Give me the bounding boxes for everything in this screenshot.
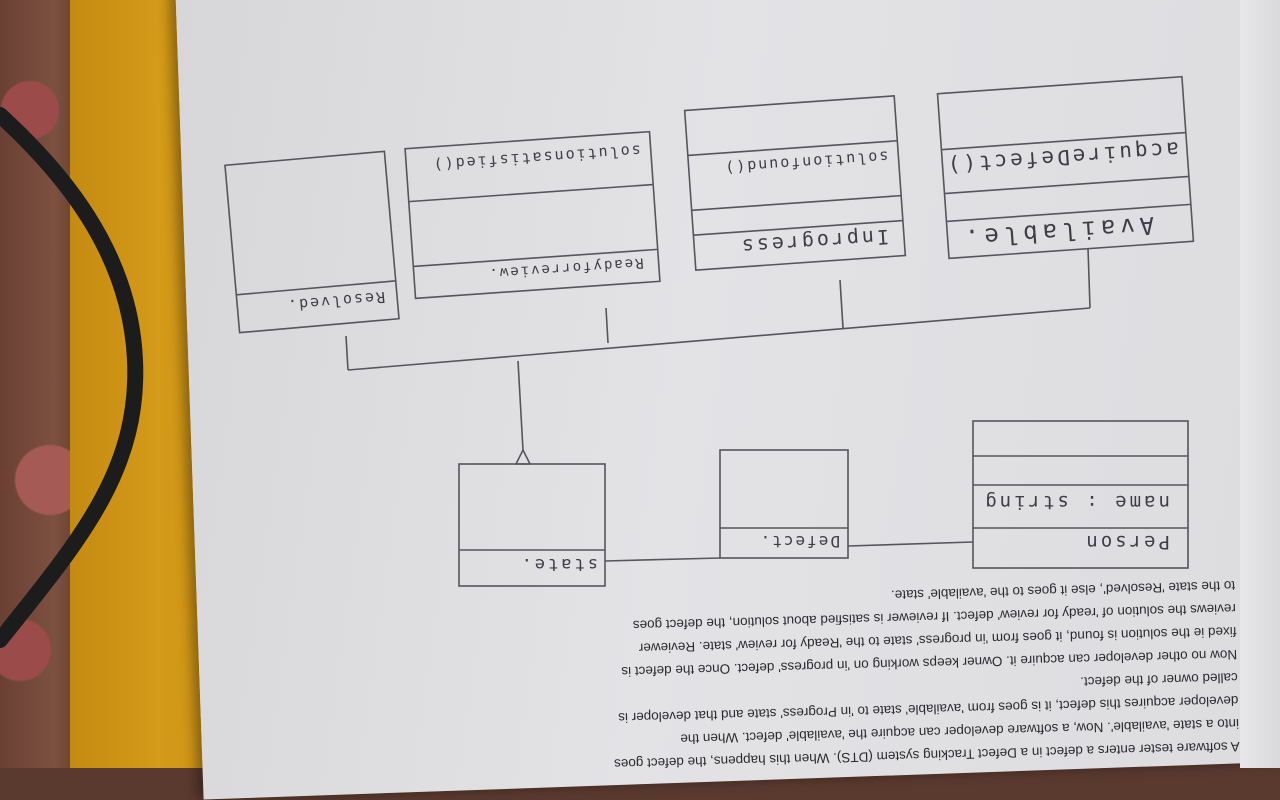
branch-to-readyforreview [605, 307, 609, 344]
black-cable [0, 107, 144, 648]
branch-to-available [1087, 247, 1091, 309]
generalization-line [517, 360, 524, 451]
resolved-class-box [224, 150, 400, 334]
available-class-box [936, 75, 1195, 260]
defect-state-association [604, 557, 721, 562]
readyforreview-state-name: Readyforreview. [487, 254, 644, 281]
branch-to-inprogress [839, 279, 844, 329]
acquire-defect-operation: acquireDefect() [944, 137, 1180, 177]
subclass-bus-line [347, 307, 1091, 371]
state-class-box [458, 463, 606, 587]
state-class-name: state. [519, 554, 598, 574]
defect-class-box [719, 449, 849, 559]
solution-satisfied-operation: solutionsatisfied() [431, 141, 641, 174]
person-attribute: name : string [982, 491, 1170, 513]
uml-class-diagram: Person name : string Defect. state. Avai… [224, 75, 1195, 587]
inprogress-class-box [683, 95, 907, 271]
readyforreview-class-box [404, 130, 661, 300]
page-edge [1240, 0, 1280, 768]
resolved-state-name: Resolved. [285, 288, 385, 315]
upside-down-page-content: A software tester enters a defect in a D… [224, 75, 1240, 771]
branch-to-resolved [345, 335, 349, 371]
person-defect-association [847, 541, 974, 547]
person-class-box [972, 420, 1189, 569]
defect-class-name: Defect. [759, 532, 840, 551]
person-class-name: Person [1083, 531, 1170, 553]
generalization-arrowhead [514, 448, 532, 465]
